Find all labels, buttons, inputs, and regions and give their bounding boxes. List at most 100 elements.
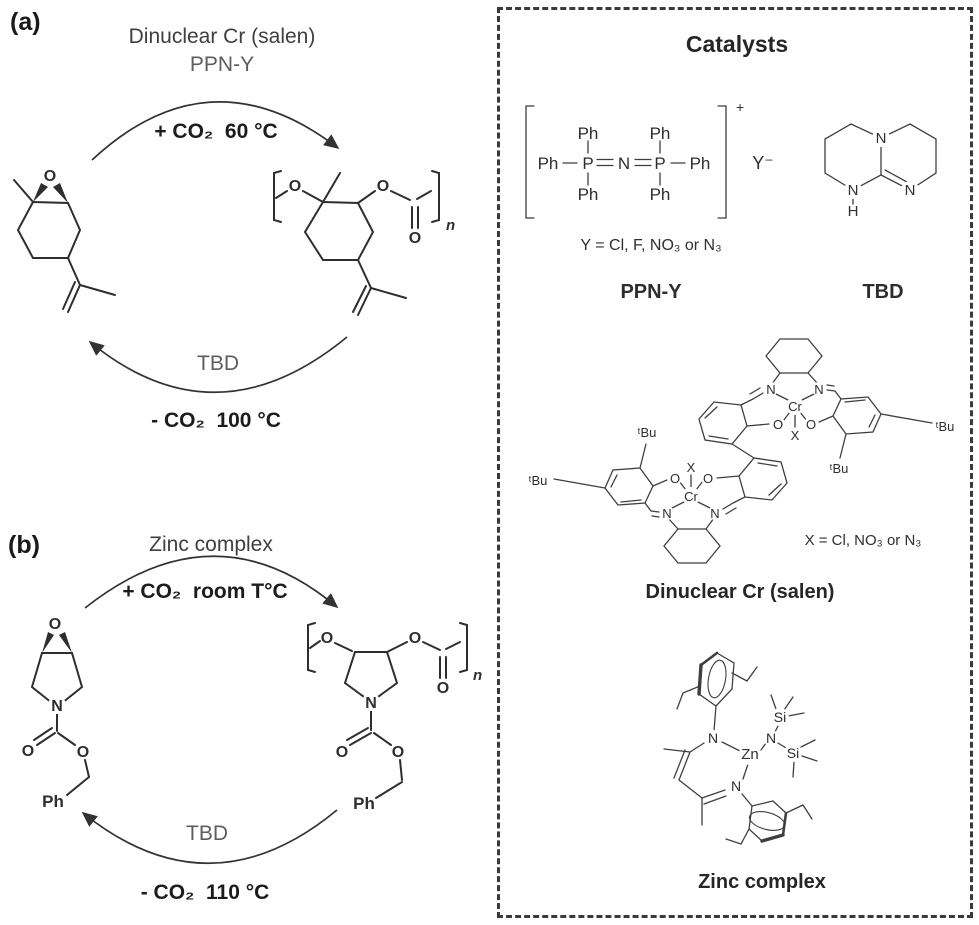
atom-label-n: N xyxy=(905,182,916,199)
atom-label-p: P xyxy=(654,154,665,173)
atom-label-n: N xyxy=(876,130,887,147)
zinc-complex-structure: Zn N N N Si Si xyxy=(663,651,818,845)
cr-salen-structure: N N Cr O O X ᵗBu ᵗBu N N Cr O O X ᵗBu ᵗB… xyxy=(529,338,955,564)
atom-label-si: Si xyxy=(774,709,786,725)
atom-label-o: O xyxy=(703,471,713,486)
atom-label-x: X xyxy=(687,460,696,475)
tbu-label: ᵗBu xyxy=(936,419,955,434)
atom-label-n: N xyxy=(662,506,671,521)
epoxide-wedge-left xyxy=(33,183,48,202)
atom-label-o: O xyxy=(77,744,89,761)
polymer-a-bonds xyxy=(273,170,440,316)
forward-arrow-b xyxy=(84,555,339,609)
cycle-a-reverse-condition: - CO₂ 100 °C xyxy=(151,409,281,432)
atom-label-o: O xyxy=(806,417,816,432)
phenyl-label: Ph xyxy=(42,792,64,811)
atom-label-n: N xyxy=(814,382,823,397)
panel-b-label: (b) xyxy=(8,531,40,559)
tbd-structure: N N H N TBD xyxy=(824,123,937,303)
atom-label-p: P xyxy=(582,154,593,173)
atom-label-zn: Zn xyxy=(741,746,759,763)
cycle-a-catalyst-name-2: PPN-Y xyxy=(189,53,255,76)
tbd-label: TBD xyxy=(862,281,903,303)
atom-label-n: N xyxy=(731,778,741,794)
ppn-label: PPN-Y xyxy=(620,281,682,303)
atom-label-n: N xyxy=(708,730,718,746)
atom-label-o: O xyxy=(22,743,34,760)
ppn-structure: Ph Ph Ph P N P Ph Ph Ph + Y⁻ Y = Cl, F, … xyxy=(525,99,774,303)
zinc-atom-halos xyxy=(705,708,802,794)
reverse-arrow-a xyxy=(88,336,348,394)
atom-label-n: N xyxy=(618,154,630,173)
x-definition: X = Cl, NO₃ or N₃ xyxy=(805,532,922,549)
cycle-a-arrows xyxy=(88,101,348,394)
phenyl-label: Ph xyxy=(538,154,559,173)
atom-label-o: O xyxy=(336,744,348,761)
cycle-a-forward-condition: + CO₂ 60 °C xyxy=(154,120,278,143)
atom-label-o: O xyxy=(49,616,61,633)
counterion-label: Y⁻ xyxy=(752,153,774,173)
atom-label-cr: Cr xyxy=(684,489,698,504)
cycle-a-reverse-catalyst: TBD xyxy=(197,352,239,375)
zinc-complex-label: Zinc complex xyxy=(698,871,826,893)
atom-label-cr: Cr xyxy=(788,399,802,414)
atom-label-si: Si xyxy=(787,745,799,761)
atom-label-o: O xyxy=(289,178,301,195)
y-definition: Y = Cl, F, NO₃ or N₃ xyxy=(580,237,721,254)
epoxide-wedge-right xyxy=(59,632,72,653)
atom-label-o: O xyxy=(409,630,421,647)
zinc-bonds xyxy=(663,651,818,845)
epoxide-wedge-left xyxy=(42,632,54,653)
atom-label-o: O xyxy=(670,471,680,486)
atom-label-o: O xyxy=(437,680,449,697)
atom-label-n: N xyxy=(365,695,377,712)
polymer-b-bonds xyxy=(307,622,468,799)
phenyl-label: Ph xyxy=(578,124,599,143)
phenyl-label: Ph xyxy=(650,124,671,143)
tbu-label: ᵗBu xyxy=(638,425,657,440)
atom-label-n: N xyxy=(766,730,776,746)
atom-label-n: N xyxy=(710,506,719,521)
atom-label-x: X xyxy=(791,428,800,443)
polymer-b-structure: O O O n N O O Ph xyxy=(307,622,482,813)
cycle-b-forward-condition: + CO₂ room T°C xyxy=(122,580,288,603)
catalysts-box: Catalysts Ph Ph Ph P N P Ph Ph Ph + Y xyxy=(497,7,973,918)
atom-label-o: O xyxy=(377,178,389,195)
limonene-oxide-structure: O xyxy=(13,168,116,313)
cr-salen-atom-halos xyxy=(660,382,826,520)
ppn-bonds xyxy=(525,105,727,219)
atom-label-o: O xyxy=(392,744,404,761)
epoxide-pyrrolidine-structure: O N O O Ph xyxy=(22,616,90,811)
atom-label-o: O xyxy=(773,417,783,432)
panel-a-label: (a) xyxy=(10,8,41,36)
atom-label-n: N xyxy=(848,182,859,199)
epoxide-wedge-right xyxy=(53,183,68,203)
cycle-b-reverse-catalyst: TBD xyxy=(186,822,228,845)
cycle-b-arrows xyxy=(81,555,339,865)
cr-salen-bonds xyxy=(553,338,933,564)
cr-salen-label: Dinuclear Cr (salen) xyxy=(645,581,835,603)
tbu-label: ᵗBu xyxy=(830,461,849,476)
reverse-arrow-b xyxy=(81,809,338,865)
repeat-subscript-n: n xyxy=(473,667,482,684)
catalysts-box-title: Catalysts xyxy=(685,31,789,57)
monomer-b-bonds xyxy=(30,652,90,796)
polymer-a-structure: O O O n xyxy=(273,170,455,316)
cycle-b-catalyst-name: Zinc complex xyxy=(149,533,273,556)
repeat-subscript-n: n xyxy=(446,217,455,234)
cycle-b-reverse-condition: - CO₂ 110 °C xyxy=(140,881,270,904)
forward-arrow-a xyxy=(91,101,340,161)
atom-label-o: O xyxy=(44,168,56,185)
phenyl-label: Ph xyxy=(650,185,671,204)
limonene-oxide-bonds xyxy=(13,179,116,313)
phenyl-label: Ph xyxy=(353,794,375,813)
atom-label-o: O xyxy=(321,630,333,647)
tbu-label: ᵗBu xyxy=(529,473,548,488)
cation-charge: + xyxy=(736,99,744,115)
phenyl-label: Ph xyxy=(690,154,711,173)
atom-label-n: N xyxy=(51,698,63,715)
atom-label-o: O xyxy=(409,230,421,247)
cycle-a-catalyst-name-1: Dinuclear Cr (salen) xyxy=(128,25,316,48)
phenyl-label: Ph xyxy=(578,185,599,204)
